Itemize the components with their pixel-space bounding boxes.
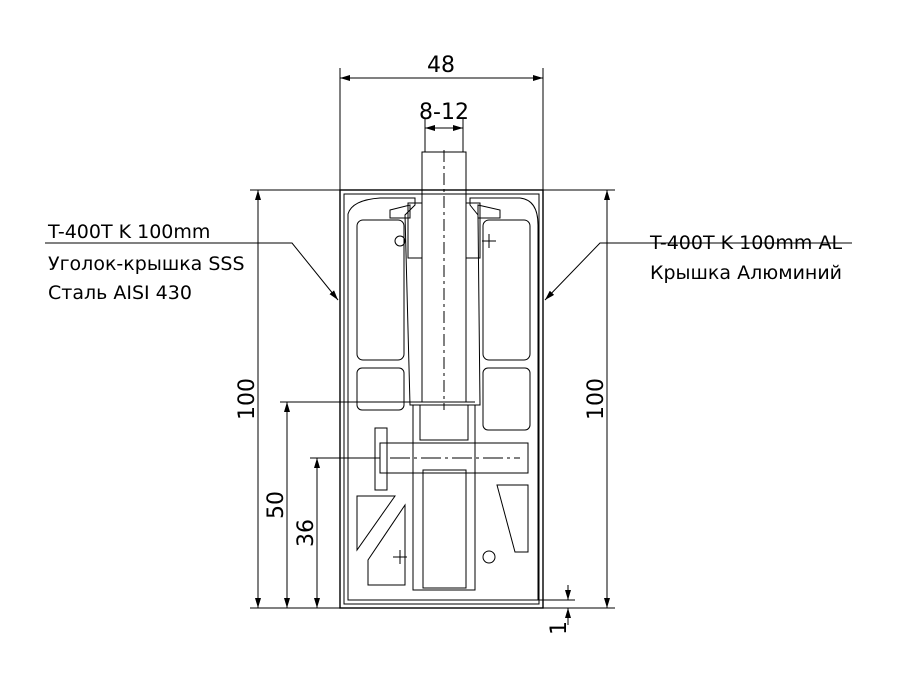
dimension-50: [280, 401, 475, 608]
dimension-8-12: [424, 118, 464, 152]
dimension-100-left: [250, 189, 340, 609]
dimension-36-label: 36: [294, 519, 319, 547]
left-callout-line3: Сталь AISI 430: [48, 282, 192, 304]
left-leader-line: [45, 242, 339, 301]
dimension-1: [538, 585, 575, 625]
left-callout-line1: T-400T K 100mm: [47, 221, 210, 243]
dimension-100-right: [543, 189, 615, 609]
dimension-50-label: 50: [264, 491, 289, 519]
right-leader-line: [544, 242, 852, 301]
dimension-48: [339, 68, 544, 190]
left-callout-line2: Уголок-крышка SSS: [48, 253, 245, 275]
dimension-100-left-label: 100: [235, 378, 260, 420]
dimension-36: [310, 457, 380, 608]
dimension-8-12-label: 8-12: [419, 100, 469, 125]
dimension-48-label: 48: [427, 53, 455, 78]
dimension-100-right-label: 100: [584, 378, 609, 420]
base-profile: [347, 197, 539, 601]
dimension-1-label: 1: [547, 621, 572, 635]
right-callout-line2: Крышка Алюминий: [650, 262, 842, 284]
right-callout-line1: T-400T K 100mm AL: [649, 232, 842, 254]
cover-profile: [339, 189, 544, 609]
